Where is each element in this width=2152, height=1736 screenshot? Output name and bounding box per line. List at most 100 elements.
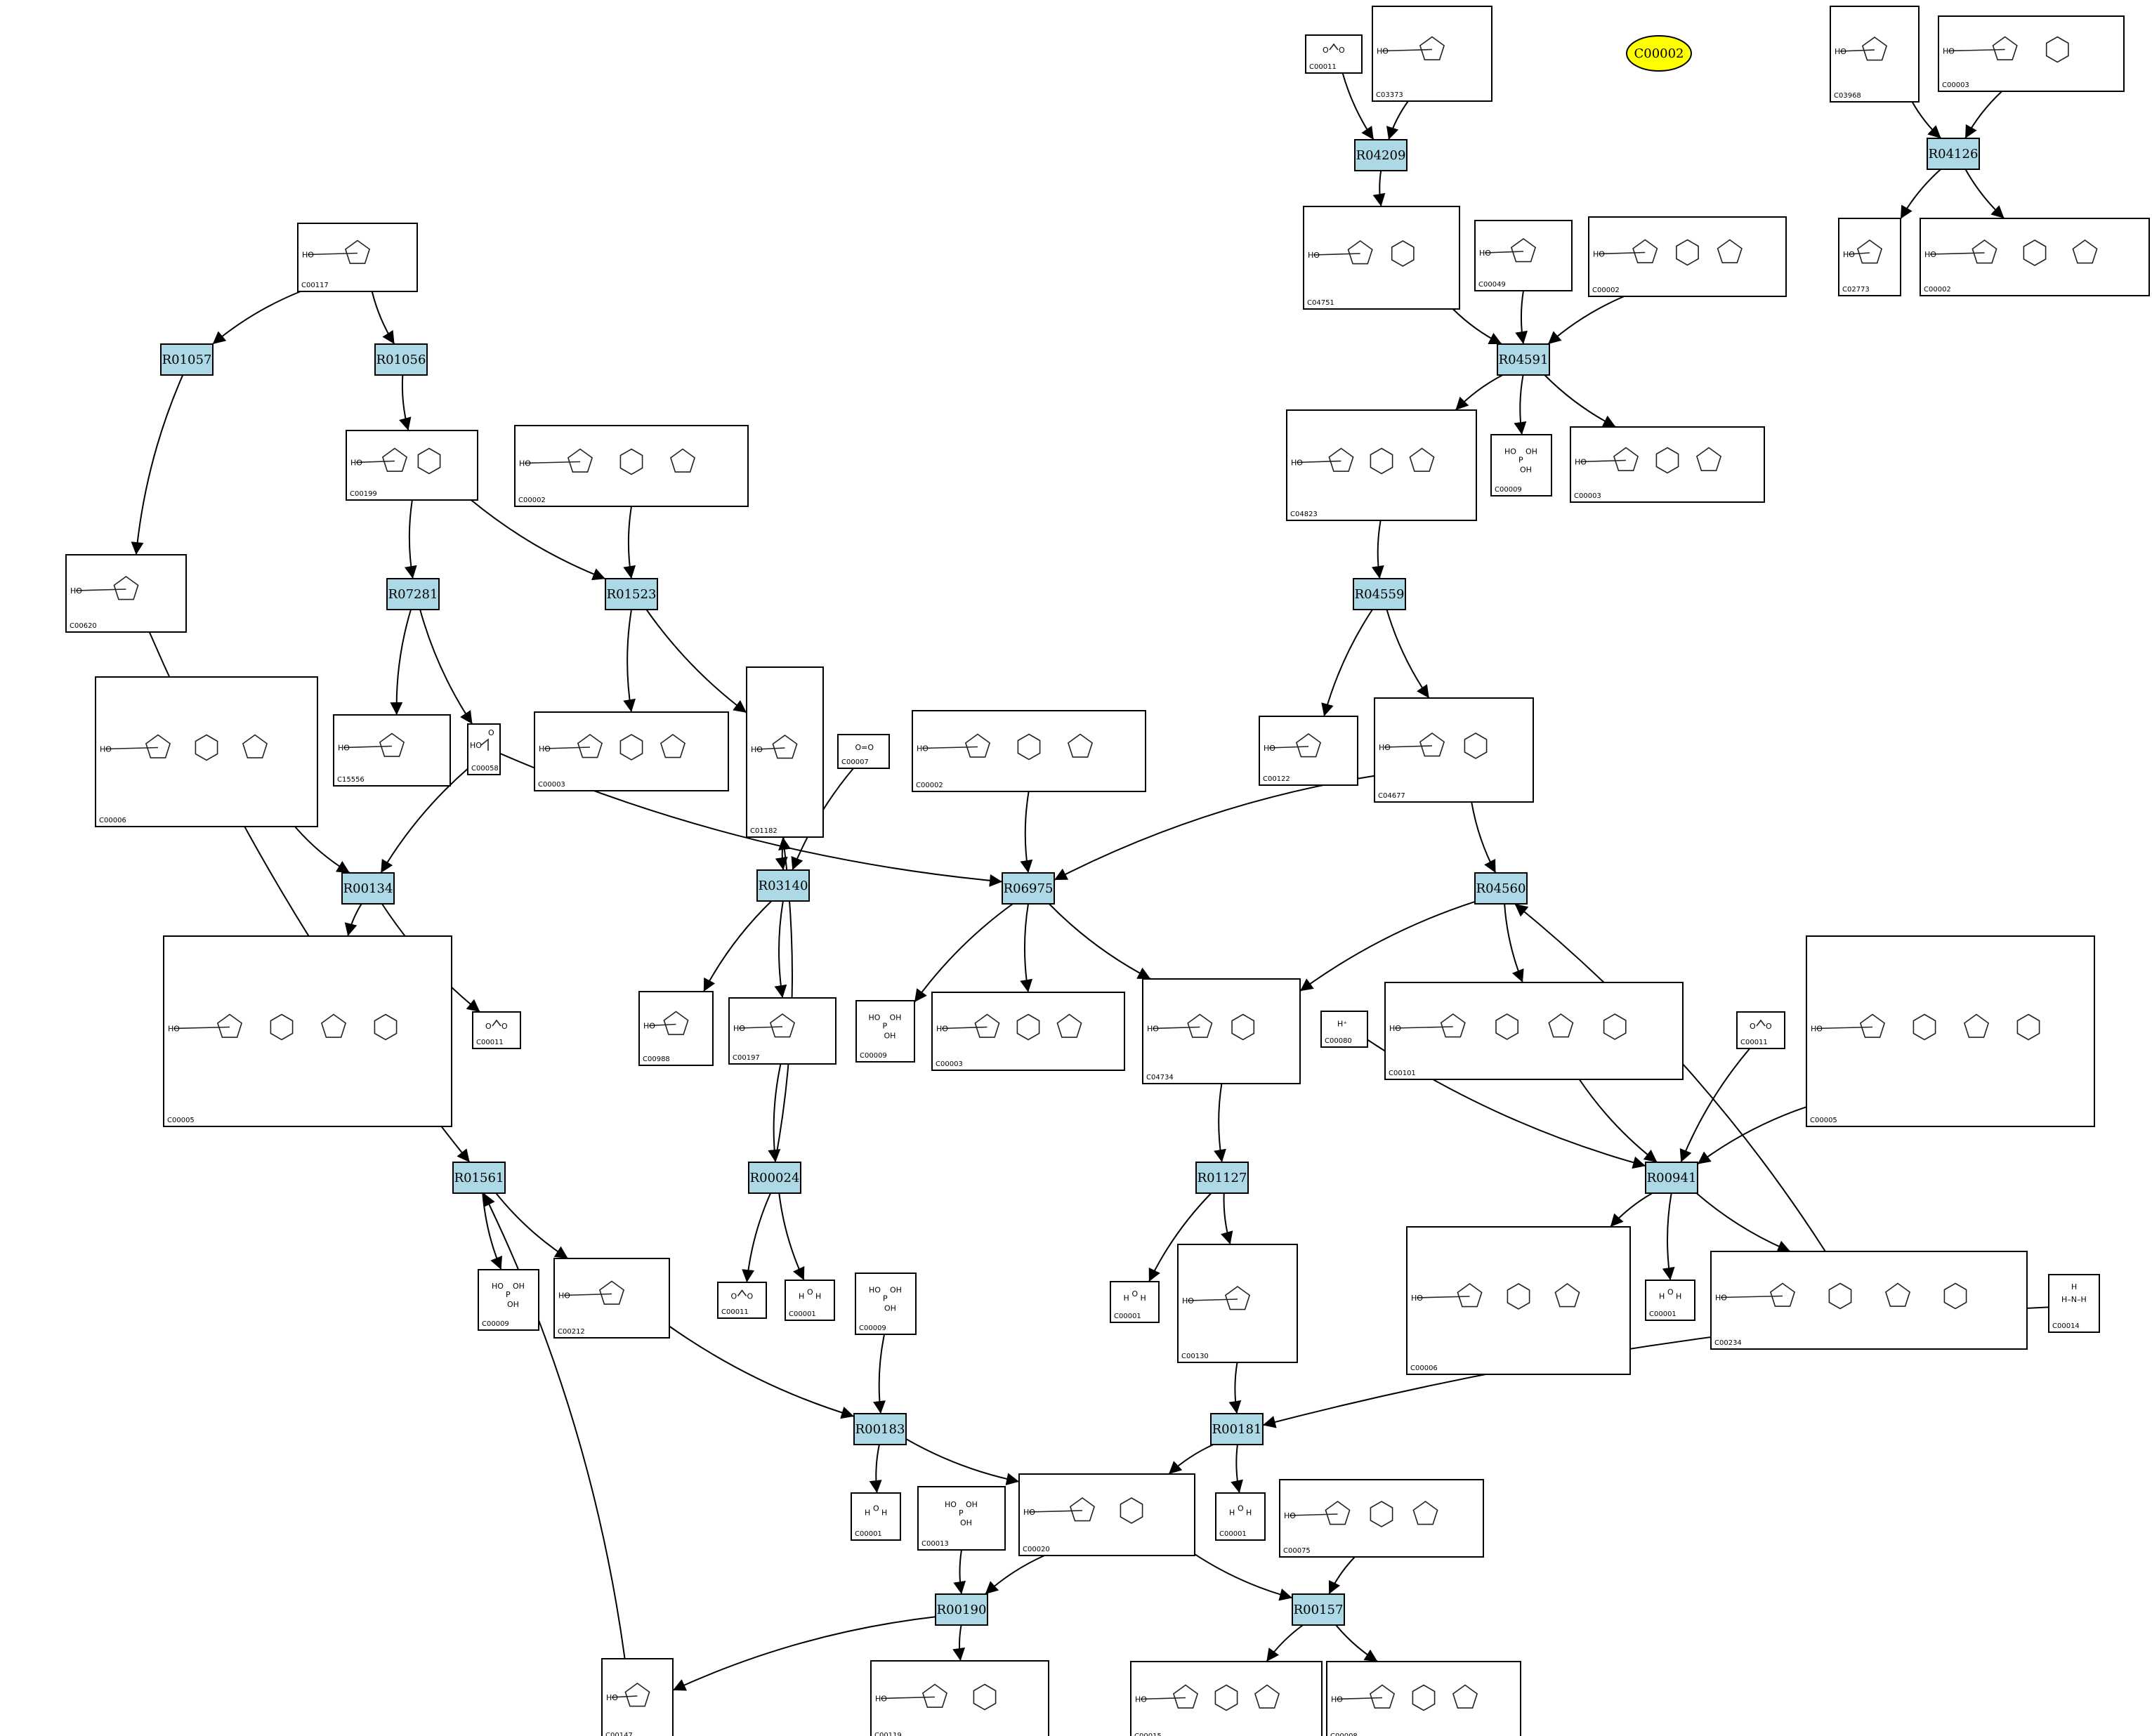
compound-box[interactable] <box>1305 34 1363 74</box>
compound-box[interactable] <box>855 1000 915 1063</box>
reaction-node-r07281[interactable]: R07281 <box>386 578 440 610</box>
compound-box[interactable] <box>1384 982 1684 1080</box>
reaction-box[interactable] <box>1354 139 1408 171</box>
compound-box[interactable] <box>2048 1274 2100 1333</box>
compound-box[interactable] <box>851 1492 901 1541</box>
reaction-node-r00941[interactable]: R00941 <box>1645 1162 1698 1194</box>
compound-box[interactable] <box>1374 697 1534 803</box>
compound-box[interactable] <box>514 425 749 507</box>
compound-node[interactable]: H⁺C00080 <box>1320 1011 1368 1048</box>
compound-box[interactable] <box>855 1273 917 1335</box>
compound-box[interactable] <box>1920 218 2150 296</box>
reaction-node-r04126[interactable]: R04126 <box>1927 138 1980 170</box>
compound-box[interactable] <box>746 666 824 838</box>
compound-box[interactable] <box>1806 935 2095 1127</box>
reaction-box[interactable] <box>1292 1593 1345 1626</box>
compound-box[interactable] <box>917 1486 1006 1551</box>
reaction-node-r04591[interactable]: R04591 <box>1497 343 1550 376</box>
compound-box[interactable] <box>467 723 501 775</box>
reaction-box[interactable] <box>386 578 440 610</box>
reaction-box[interactable] <box>341 872 395 905</box>
reaction-node-r01057[interactable]: R01057 <box>160 343 214 376</box>
compound-box[interactable] <box>346 430 478 501</box>
compound-box[interactable] <box>1406 1226 1631 1375</box>
reaction-node-r01056[interactable]: R01056 <box>374 343 428 376</box>
reaction-box[interactable] <box>853 1413 907 1445</box>
compound-box[interactable] <box>297 223 418 292</box>
compound-box[interactable] <box>837 734 890 769</box>
compound-box[interactable] <box>1320 1011 1368 1048</box>
compound-box[interactable] <box>1279 1479 1484 1558</box>
reaction-node-r03140[interactable]: R03140 <box>756 869 810 902</box>
compound-box[interactable] <box>1259 716 1358 786</box>
reaction-box[interactable] <box>756 869 810 902</box>
reaction-node-r01127[interactable]: R01127 <box>1195 1162 1249 1194</box>
reaction-node-r00024[interactable]: R00024 <box>748 1162 801 1194</box>
compound-box[interactable] <box>472 1011 521 1049</box>
compound-box[interactable] <box>1110 1281 1160 1323</box>
reaction-box[interactable] <box>605 578 658 610</box>
reaction-box[interactable] <box>160 343 214 376</box>
compound-box[interactable] <box>1645 1280 1695 1321</box>
compound-box[interactable] <box>65 554 187 633</box>
reaction-box[interactable] <box>748 1162 801 1194</box>
compound-box[interactable] <box>1303 206 1460 310</box>
compound-box[interactable] <box>1736 1011 1785 1049</box>
compound-box[interactable] <box>534 711 729 791</box>
compound-box[interactable] <box>1018 1473 1195 1556</box>
compound-box[interactable] <box>478 1269 539 1331</box>
reaction-node-r00190[interactable]: R00190 <box>935 1593 988 1626</box>
compound-box[interactable] <box>931 992 1125 1071</box>
reaction-box[interactable] <box>1195 1162 1249 1194</box>
reaction-box[interactable] <box>1645 1162 1698 1194</box>
compound-box[interactable] <box>1142 978 1301 1084</box>
compound-box[interactable] <box>1838 218 1901 296</box>
compound-box[interactable] <box>1710 1251 2028 1350</box>
reaction-node-r04559[interactable]: R04559 <box>1353 578 1406 610</box>
compound-box[interactable] <box>912 710 1146 792</box>
compound-box[interactable] <box>1286 409 1477 521</box>
compound-box[interactable] <box>1490 434 1552 497</box>
reaction-node-r00183[interactable]: R00183 <box>853 1413 907 1445</box>
reaction-box[interactable] <box>1210 1413 1264 1445</box>
compound-box[interactable] <box>1372 6 1492 102</box>
reaction-box[interactable] <box>935 1593 988 1626</box>
compound-box[interactable] <box>553 1258 670 1339</box>
compound-box[interactable] <box>1830 6 1920 103</box>
reaction-node-r04560[interactable]: R04560 <box>1474 872 1528 905</box>
